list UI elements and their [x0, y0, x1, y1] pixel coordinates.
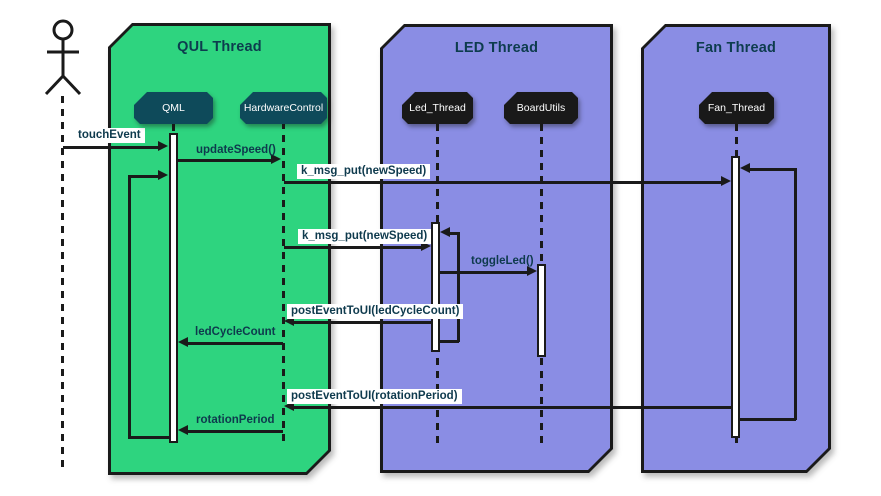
arrowhead — [527, 266, 537, 276]
arrowhead — [721, 176, 731, 186]
participant-box-led-thread: Led_Thread — [402, 92, 473, 124]
arrowhead — [158, 170, 168, 180]
message-label-kmsgput-fan: k_msg_put(newSpeed) — [297, 164, 431, 179]
participant-label-boardutils: BoardUtils — [516, 102, 566, 114]
arrowhead — [740, 163, 750, 173]
arrowhead — [284, 401, 294, 411]
activation-bar-boardutils — [537, 264, 546, 357]
message-label-updatespeed: updateSpeed() — [196, 144, 276, 156]
message-label-posteventtoui-ledcyclecount: postEventToUI(ledCycleCount) — [287, 304, 464, 319]
message-label-rotationperiod: rotationPeriod — [196, 414, 275, 426]
actor-icon — [44, 19, 82, 96]
participant-label-hardwarecontrol: HardwareControl — [243, 102, 324, 114]
arrowhead — [271, 154, 281, 164]
group-title-fan-thread: Fan Thread — [695, 40, 777, 56]
group-title-led-thread: LED Thread — [454, 40, 539, 56]
arrowhead — [178, 425, 188, 435]
lifeline-hardwarecontrol — [282, 122, 285, 446]
activation-bar-led-thread — [431, 222, 440, 352]
activation-bar-qml — [169, 133, 178, 443]
participant-label-qml: QML — [162, 102, 185, 114]
arrowhead — [440, 227, 450, 237]
participant-label-led-thread: Led_Thread — [409, 102, 466, 114]
message-label-touchevent: touchEvent — [74, 128, 145, 143]
arrowhead — [421, 241, 431, 251]
group-title-qul-thread: QUL Thread — [177, 39, 262, 55]
participant-box-fan-thread: Fan_Thread — [699, 92, 774, 124]
arrowhead — [178, 337, 188, 347]
arrowhead — [158, 141, 168, 151]
message-label-kmsgput-led: k_msg_put(newSpeed) — [298, 229, 432, 244]
participant-label-fan-thread: Fan_Thread — [707, 102, 766, 114]
message-label-ledcyclecount: ledCycleCount — [195, 326, 276, 338]
lifeline-actor — [61, 96, 64, 473]
activation-bar-fan-thread — [731, 156, 740, 438]
participant-box-qml: QML — [134, 92, 213, 124]
participant-box-boardutils: BoardUtils — [504, 92, 578, 124]
message-label-toggleled: toggleLed() — [471, 255, 534, 267]
participant-box-hardwarecontrol: HardwareControl — [240, 92, 327, 124]
message-label-posteventtoui-rotationperiod: postEventToUI(rotationPeriod) — [287, 389, 462, 404]
arrowhead — [284, 316, 294, 326]
